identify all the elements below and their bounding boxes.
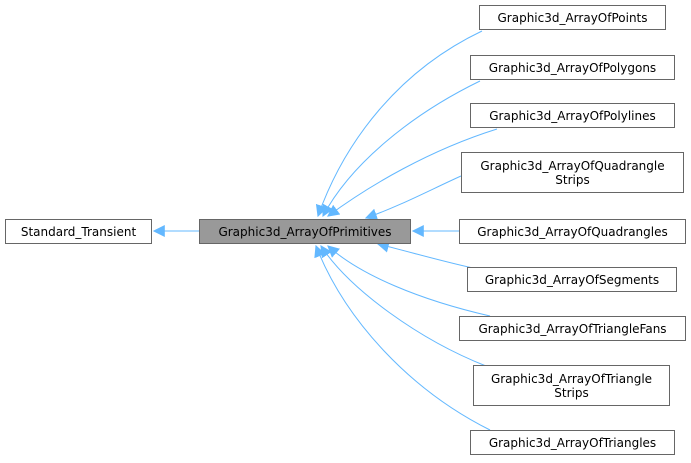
derived-class-node-points[interactable]: Graphic3d_ArrayOfPoints <box>479 5 666 30</box>
base-class-label: Standard_Transient <box>20 224 137 239</box>
derived-class-label: Graphic3d_ArrayOfTriangle Strips <box>490 371 653 400</box>
derived-class-node-polygons[interactable]: Graphic3d_ArrayOfPolygons <box>470 55 675 80</box>
edge-segments <box>376 240 474 269</box>
derived-class-node-triangle-strips[interactable]: Graphic3d_ArrayOfTriangle Strips <box>473 365 670 406</box>
derived-class-node-quadrangles[interactable]: Graphic3d_ArrayOfQuadrangles <box>459 219 686 244</box>
edge-polygons <box>322 80 481 218</box>
focus-class-label: Graphic3d_ArrayOfPrimitives <box>218 224 392 239</box>
derived-class-label: Graphic3d_ArrayOfTriangleFans <box>478 321 667 336</box>
derived-class-label: Graphic3d_ArrayOfPoints <box>497 10 648 25</box>
derived-class-node-polylines[interactable]: Graphic3d_ArrayOfPolylines <box>470 103 675 128</box>
derived-class-label: Graphic3d_ArrayOfTriangles <box>488 435 657 450</box>
focus-class-node[interactable]: Graphic3d_ArrayOfPrimitives <box>199 219 411 244</box>
edge-quadrangle-strips <box>364 175 462 221</box>
derived-class-label: Graphic3d_ArrayOfQuadrangles <box>477 224 668 239</box>
derived-class-node-segments[interactable]: Graphic3d_ArrayOfSegments <box>467 267 677 292</box>
derived-class-label: Graphic3d_ArrayOfPolylines <box>489 108 656 123</box>
derived-class-node-triangles[interactable]: Graphic3d_ArrayOfTriangles <box>470 430 675 455</box>
derived-class-node-quadrangle-strips[interactable]: Graphic3d_ArrayOfQuadrangle Strips <box>461 152 684 193</box>
edge-polylines <box>327 128 498 217</box>
base-class-node[interactable]: Standard_Transient <box>5 219 152 244</box>
derived-class-label: Graphic3d_ArrayOfQuadrangle Strips <box>480 158 665 187</box>
derived-class-label: Graphic3d_ArrayOfSegments <box>484 272 660 287</box>
derived-class-node-triangle-fans[interactable]: Graphic3d_ArrayOfTriangleFans <box>459 316 686 341</box>
edge-triangle-fans <box>327 245 491 317</box>
edge-triangle-strips <box>320 244 487 367</box>
derived-class-label: Graphic3d_ArrayOfPolygons <box>488 60 657 75</box>
edge-points <box>315 30 483 218</box>
edge-triangles <box>314 244 491 431</box>
